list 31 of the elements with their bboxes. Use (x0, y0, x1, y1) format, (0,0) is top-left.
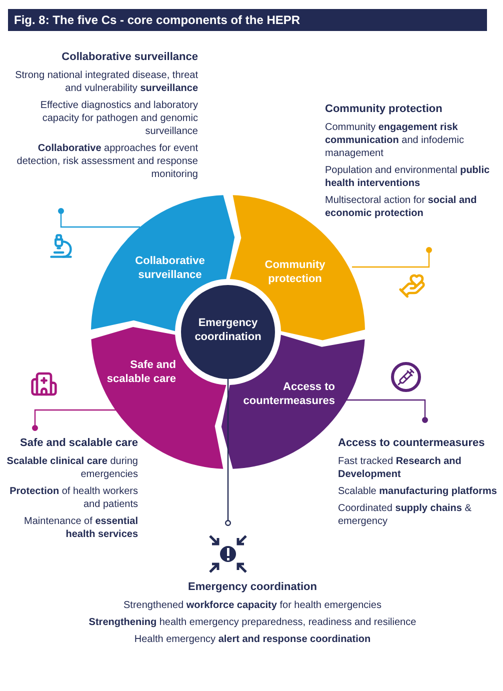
bullet-text: Multisectoral action for social and economic protection (325, 194, 478, 220)
section-heading: Emergency coordination (187, 580, 318, 594)
bullet-text: Strengthening health emergency preparedness, readiness and resilience (88, 616, 418, 629)
leader-line (32, 409, 118, 431)
bullet-text: Scalable clinical care during emergencies (6, 455, 138, 481)
section-heading: Access to countermeasures (338, 436, 486, 450)
section-heading: Community protection (325, 102, 444, 116)
segment-label: Collaborative surveillance (134, 254, 206, 282)
bullet-text: Community engagement risk communication and infodemic management (325, 121, 465, 160)
bullet-text: Protection of health workers and patients (8, 485, 138, 511)
bullet-text: Population and environmental public health interventions (325, 164, 491, 190)
bullet-text: Health emergency alert and response coordination (133, 633, 372, 646)
center-circle (181, 285, 275, 379)
bullet-text: Strong national integrated disease, threat and vulnerability surveillance (14, 69, 198, 95)
section-heading: Collaborative surveillance (60, 50, 198, 64)
center-label: Emergency coordination (194, 316, 262, 344)
leader-line (345, 399, 428, 423)
bullet-text: Collaborative approaches for event detection, risk assessment and response monitoring (16, 142, 198, 181)
bullet-text: Maintenance of essential health services (23, 515, 138, 541)
leader-line (352, 247, 432, 268)
bullet-text: Fast tracked Research and Development (338, 455, 462, 481)
segment-label: Community protection (264, 258, 326, 286)
bullet-text: Strengthened workforce capacity for health emergencies (122, 599, 382, 612)
bullet-text: Coordinated supply chains & emergency (338, 502, 472, 528)
segment-label: Access to countermeasures (242, 380, 335, 408)
bullet-text: Effective diagnostics and laboratory capacity for pathogen and genomic surveillance (39, 99, 198, 138)
title-bar: Fig. 8: The five Cs - core components of the HEPR (8, 9, 487, 31)
bullet-text: Scalable manufacturing platforms (338, 485, 498, 498)
section-heading: Safe and scalable care (18, 436, 138, 450)
leader-line (58, 208, 140, 228)
segment-label: Safe and scalable care (106, 358, 176, 386)
